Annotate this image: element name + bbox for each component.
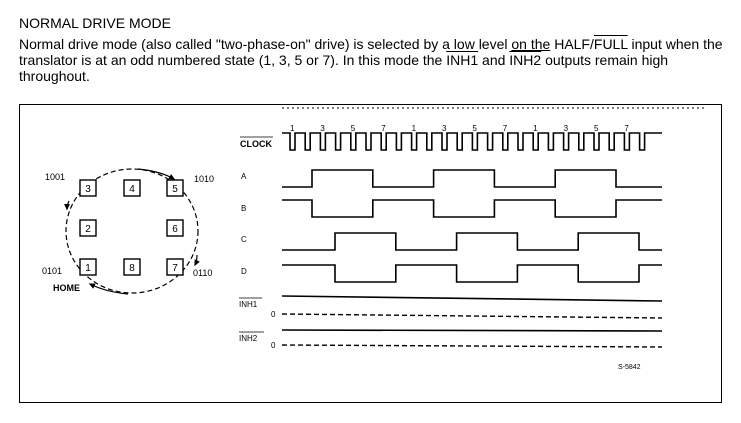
code-1010: 1010: [194, 174, 214, 184]
ring-arrow-left: [64, 200, 70, 211]
ring-arrow-top: [137, 168, 176, 180]
state-label-8: 8: [129, 263, 135, 274]
state-box-8: 8: [123, 258, 141, 276]
waveform-c: [282, 232, 662, 251]
state-box-2: 2: [79, 219, 97, 237]
para-text-3: HALF/: [550, 36, 594, 52]
clock-number: 3: [320, 124, 325, 133]
para-text-9: outputs remain high throughout.: [19, 52, 669, 84]
state-label-4: 4: [129, 184, 135, 195]
page-heading: NORMAL DRIVE MODE: [19, 15, 171, 31]
state-box-6: 6: [166, 219, 184, 237]
state-label-6: 6: [172, 224, 178, 235]
state-box-7: 7: [166, 258, 184, 276]
code-0110: 0110: [193, 268, 212, 278]
clock-number: 7: [381, 124, 386, 133]
waveform-d: [282, 264, 662, 283]
label-inh2: INH2: [239, 334, 258, 343]
home-label: HOME: [53, 283, 80, 293]
state-label-3: 3: [85, 184, 91, 195]
para-inh2-overlined: INH2: [509, 52, 542, 68]
para-text-7: and: [478, 52, 510, 68]
clock-number: 7: [503, 124, 508, 133]
ring-arrow-right: [194, 254, 200, 267]
para-text-underlined: on the: [511, 36, 551, 52]
state-box-3: 3: [79, 179, 97, 197]
state-label-5: 5: [172, 184, 178, 195]
clock-number: 1: [290, 124, 295, 133]
code-1001: 1001: [45, 172, 65, 182]
para-text-5: input when the translator is at an odd n…: [19, 36, 723, 68]
clock-number: 5: [351, 124, 356, 133]
figure-frame: 3 4 5 2 6 1 8 7 1001: [19, 104, 722, 403]
state-label-2: 2: [85, 224, 91, 235]
para-inh1-overlined: INH1: [446, 52, 479, 68]
label-clock: CLOCK: [240, 139, 272, 149]
label-inh1: INH1: [239, 300, 258, 309]
para-full-overlined: FULL: [593, 36, 628, 52]
ring-arrow-bottom: [88, 283, 129, 295]
inh1-low-dashed: [281, 313, 663, 319]
clock-number: 7: [624, 124, 629, 133]
figure-code: S-5842: [618, 364, 641, 371]
label-b: B: [241, 204, 246, 213]
clock-number: 1: [412, 124, 417, 133]
para-text-1: Normal drive mode (also called "two-phas…: [19, 36, 512, 52]
state-box-4: 4: [123, 179, 141, 197]
timing-diagram: CLOCK 1 3 5 7 1 3 5 7 1 3 5 7 A B C D INH1 0 INH2 0…: [239, 107, 705, 371]
waveform-b: [282, 199, 662, 218]
state-label-1: 1: [85, 263, 91, 274]
clock-number: 5: [472, 124, 477, 133]
state-ring: [65, 168, 199, 294]
clock-number: 1: [533, 124, 538, 133]
inh2-high-line: [281, 329, 663, 332]
inh1-zero-label: 0: [271, 310, 276, 319]
clock-numbers: 1 3 5 7 1 3 5 7 1 3 5 7: [290, 124, 629, 133]
state-box-5: 5: [166, 179, 184, 197]
label-c: C: [241, 235, 247, 244]
clock-number: 3: [442, 124, 447, 133]
inh1-high-line: [281, 295, 663, 302]
state-box-1: 1: [79, 258, 97, 276]
inh2-zero-label: 0: [271, 341, 276, 350]
clock-number: 3: [564, 124, 569, 133]
label-d: D: [241, 267, 247, 276]
state-diagram: 3 4 5 2 6 1 8 7 1001: [42, 168, 214, 295]
clock-waveform: [282, 132, 662, 151]
clock-number: 5: [594, 124, 599, 133]
timing-figure: 3 4 5 2 6 1 8 7 1001: [42, 107, 705, 371]
description-paragraph: Normal drive mode (also called "two-phas…: [19, 36, 731, 84]
label-a: A: [241, 172, 247, 181]
inh2-low-dashed: [281, 344, 663, 348]
code-0101: 0101: [42, 266, 62, 276]
waveform-a: [282, 169, 662, 188]
state-label-7: 7: [172, 263, 178, 274]
